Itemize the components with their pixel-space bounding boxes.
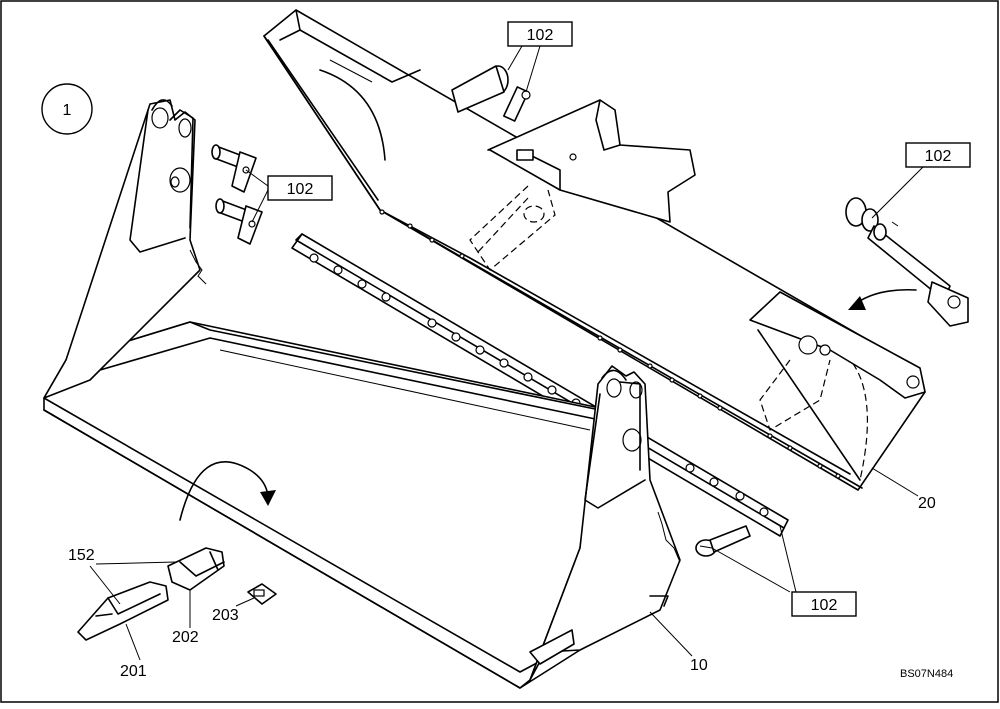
callout-tooth-assembly: 152 — [68, 547, 95, 564]
insert-arrow — [848, 288, 917, 310]
callout-label: 102 — [287, 181, 314, 198]
adapter-202 — [167, 547, 225, 591]
bucket — [43, 99, 681, 689]
pin-left-upper — [211, 144, 257, 193]
callout-pin-upper-center: 102 — [507, 21, 573, 47]
tooth-201 — [77, 581, 169, 641]
callout-frame: 20 — [918, 495, 936, 512]
callout-retainer: 203 — [212, 607, 239, 624]
view-number-circle: 1 — [41, 83, 93, 135]
callout-pin-left: 102 — [267, 175, 333, 201]
pin-left-lower — [215, 198, 263, 245]
frame-top-pin — [451, 65, 531, 122]
pin-right — [845, 197, 969, 327]
callout-adapter: 202 — [172, 629, 199, 646]
coupler-frame — [263, 9, 926, 491]
frame-bolt-holes — [379, 209, 841, 479]
rotation-arrow — [179, 461, 276, 521]
callout-pin-top-right: 102 — [905, 142, 971, 168]
callout-label: 102 — [527, 27, 554, 44]
frame-lug — [516, 149, 534, 161]
callout-bolt-bottom: 102 — [791, 591, 857, 617]
view-number: 1 — [63, 102, 72, 119]
leader-lines — [89, 45, 925, 661]
drawing-code: BS07N484 — [900, 668, 953, 680]
bolt — [695, 525, 751, 557]
retainer-203 — [247, 583, 277, 605]
callout-label: 102 — [925, 148, 952, 165]
callout-label: 102 — [811, 597, 838, 614]
callout-tooth: 201 — [120, 663, 147, 680]
callout-bucket: 10 — [690, 657, 708, 674]
